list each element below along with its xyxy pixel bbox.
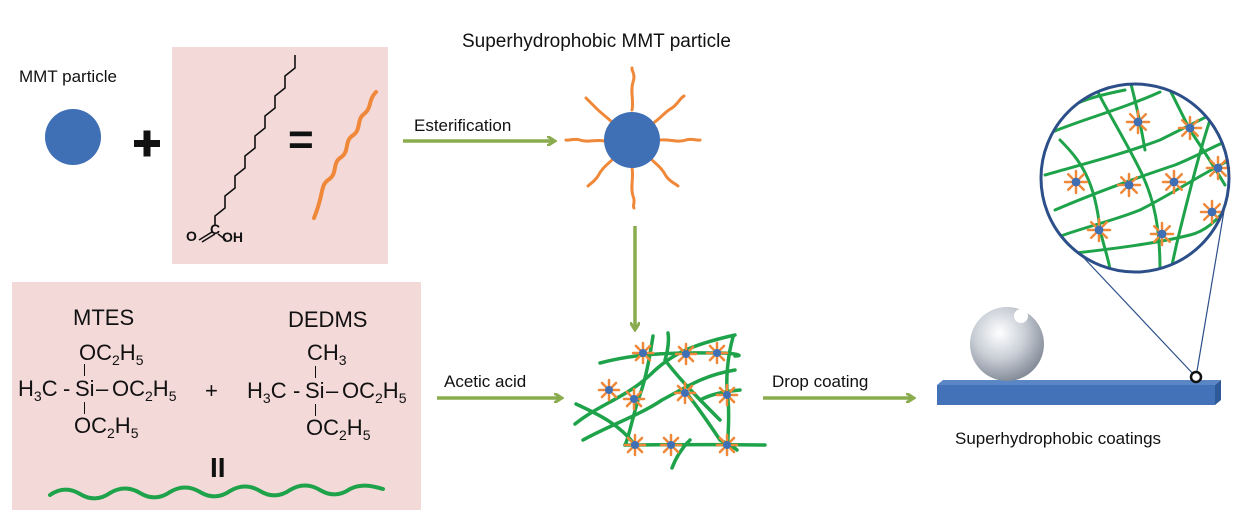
mmt-node-icon xyxy=(622,387,646,411)
esterification-label: Esterification xyxy=(414,116,512,135)
plus-icon xyxy=(134,130,160,157)
carbon-atom-label: C xyxy=(210,221,220,237)
mmt-node-icon xyxy=(1149,221,1175,247)
mmt-node-icon xyxy=(659,433,683,457)
dedms-center-atom: Si xyxy=(305,378,325,403)
silane-panel xyxy=(12,282,421,510)
dedms-name: DEDMS xyxy=(288,307,368,332)
mmt-node-icon xyxy=(1161,169,1187,195)
mmt-particle-label: MMT particle xyxy=(19,67,117,86)
mmt-node-icon xyxy=(1205,155,1231,181)
water-droplet-icon xyxy=(970,307,1044,381)
drop-coating-label: Drop coating xyxy=(772,372,869,391)
carbonyl-oxygen-label: O xyxy=(186,228,197,244)
mmt-node-icon xyxy=(1177,115,1203,141)
mmt-particle-icon xyxy=(45,109,101,165)
dedms-left-group: H3C xyxy=(247,378,287,406)
superhydrophobic-mmt-title: Superhydrophobic MMT particle xyxy=(462,31,731,52)
mtes-bond-bottom xyxy=(84,402,85,414)
dedms-top-group: CH3 xyxy=(307,340,347,368)
mmt-node-icon xyxy=(597,378,621,402)
dedms-left-bond: - xyxy=(293,378,301,403)
fatty-acid-chain-icon xyxy=(214,55,296,226)
mmt-node-icon xyxy=(1063,169,1089,195)
mtes-left-group: H3C xyxy=(18,376,58,404)
mtes-right-group: OC2H5 xyxy=(112,376,177,404)
dedms-right-bond: – xyxy=(326,378,339,403)
magnifier-point-icon xyxy=(1189,370,1203,384)
dedms-bottom-group: OC2H5 xyxy=(306,415,371,443)
fatty-acid-panel xyxy=(172,47,388,264)
hydroxyl-label: OH xyxy=(222,229,243,245)
mtes-name: MTES xyxy=(73,305,135,330)
magnified-network-icon xyxy=(1039,82,1231,274)
network-nodes xyxy=(597,341,739,457)
mmt-node-icon xyxy=(674,342,698,366)
mmt-node-icon xyxy=(673,381,697,405)
mtes-right-bond: – xyxy=(96,376,109,401)
mmt-node-icon xyxy=(623,433,647,457)
hydroxyl-bond-icon xyxy=(217,233,227,241)
mtes-left-bond: - xyxy=(63,376,71,401)
dedms-bond-top xyxy=(315,366,316,378)
acetic-acid-label: Acetic acid xyxy=(444,372,527,391)
mtes-top-group: OC2H5 xyxy=(79,340,144,368)
magnified-nodes xyxy=(1063,109,1231,247)
dedms-bond-bottom xyxy=(315,404,316,416)
superhydrophobic-coatings-label: Superhydrophobic coatings xyxy=(955,429,1162,448)
equals-sign: = xyxy=(288,115,314,164)
composite-network-icon xyxy=(573,331,767,470)
mmt-node-icon xyxy=(1125,109,1151,135)
mmt-node-icon xyxy=(715,383,739,407)
magnifier-line-right xyxy=(1195,204,1226,378)
mmt-node-icon xyxy=(631,341,655,365)
mmt-node-icon xyxy=(1116,172,1142,198)
particle-core-icon xyxy=(604,112,660,168)
substrate-icon xyxy=(937,380,1221,405)
equivalent-sign: II xyxy=(210,452,226,483)
mtes-center-atom: Si xyxy=(75,376,95,401)
mmt-node-icon xyxy=(1199,199,1225,225)
magnifier-line-left xyxy=(1082,256,1197,378)
superhydrophobic-particle-icon xyxy=(564,66,702,210)
dedms-right-group: OC2H5 xyxy=(342,378,407,406)
mtes-bottom-group: OC2H5 xyxy=(74,413,139,441)
mmt-node-icon xyxy=(715,433,739,457)
orange-alkyl-chain-icon xyxy=(312,90,378,220)
mtes-bond-top xyxy=(84,364,85,376)
mmt-node-icon xyxy=(705,341,729,365)
carbonyl-bond-icon xyxy=(198,231,216,243)
silane-plus: + xyxy=(205,378,218,403)
mmt-node-icon xyxy=(1086,217,1112,243)
